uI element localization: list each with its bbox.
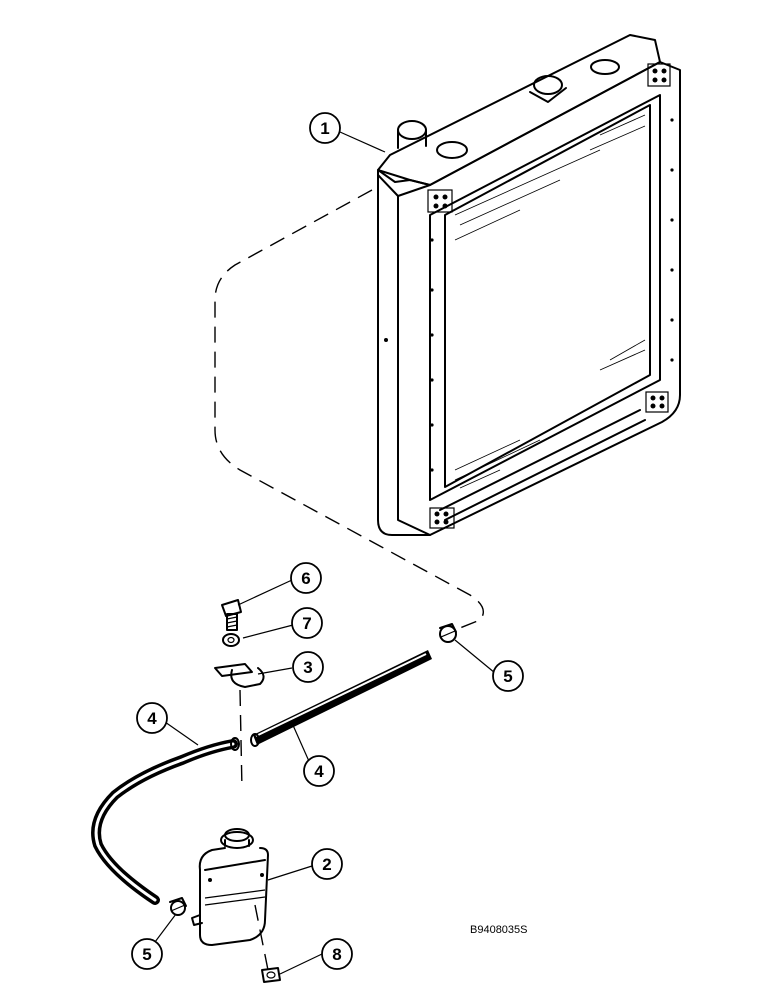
leader-lines bbox=[154, 131, 496, 975]
callout-label-3: 3 bbox=[303, 658, 312, 677]
reservoir bbox=[191, 828, 269, 946]
callout-6: 6 bbox=[290, 562, 322, 594]
callout-5-left: 5 bbox=[131, 938, 163, 970]
callout-1: 1 bbox=[309, 112, 341, 144]
callout-label-1: 1 bbox=[320, 119, 329, 138]
corner-brackets bbox=[427, 63, 671, 529]
radiator bbox=[377, 34, 681, 536]
callout-3: 3 bbox=[292, 651, 324, 683]
callout-label-8: 8 bbox=[332, 945, 341, 964]
clamp-left bbox=[169, 897, 187, 916]
callout-2: 2 bbox=[311, 848, 343, 880]
callout-8: 8 bbox=[321, 938, 353, 970]
figure-code: B9408035S bbox=[470, 924, 528, 936]
clamp-right bbox=[439, 623, 457, 643]
callout-label-5-right: 5 bbox=[503, 667, 512, 686]
callout-4-left: 4 bbox=[136, 702, 168, 734]
callout-label-6: 6 bbox=[301, 569, 310, 588]
reference-line-reservoir bbox=[239, 689, 269, 971]
callout-5-right: 5 bbox=[492, 660, 524, 692]
hose-right bbox=[250, 650, 432, 747]
callout-label-4-right: 4 bbox=[314, 762, 324, 781]
nut-lower bbox=[261, 967, 281, 983]
callout-label-5-left: 5 bbox=[142, 945, 151, 964]
callout-label-4-left: 4 bbox=[147, 709, 157, 728]
reference-line-radiator bbox=[214, 189, 484, 629]
bolt bbox=[221, 599, 242, 631]
bracket bbox=[214, 663, 265, 688]
callout-7: 7 bbox=[291, 607, 323, 639]
callout-label-2: 2 bbox=[322, 855, 331, 874]
hose-left bbox=[91, 737, 240, 905]
nut bbox=[222, 633, 240, 647]
callout-label-7: 7 bbox=[302, 614, 311, 633]
callout-4-right: 4 bbox=[303, 755, 335, 787]
